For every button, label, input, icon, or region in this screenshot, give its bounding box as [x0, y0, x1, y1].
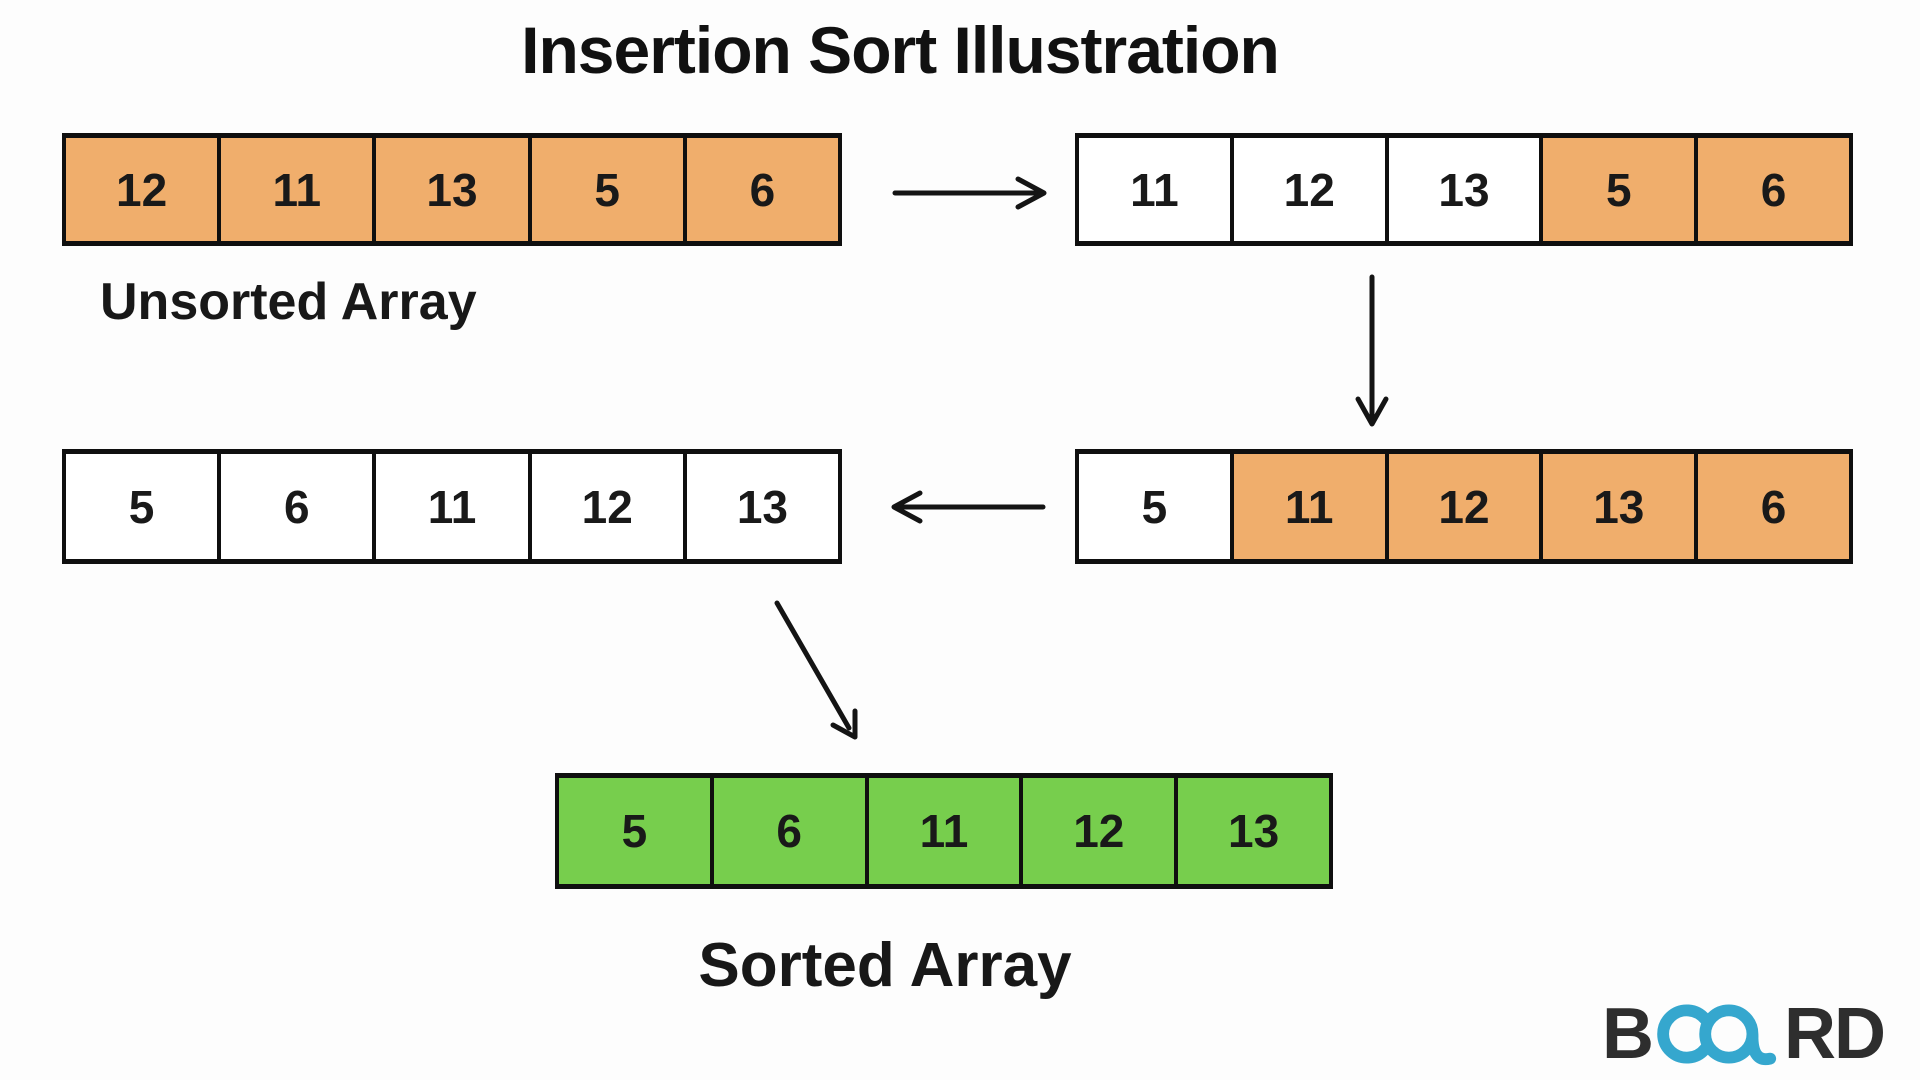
array-cell: 5 — [1539, 138, 1695, 241]
unsorted-array-label: Unsorted Array — [100, 273, 477, 331]
array-step-pass-1: 11 12 13 5 6 — [1075, 133, 1853, 246]
array-cell: 11 — [1229, 454, 1385, 559]
array-cell: 12 — [66, 138, 218, 241]
array-cell: 11 — [372, 454, 528, 559]
logo-text-prefix: B — [1602, 994, 1654, 1074]
array-cell: 6 — [709, 778, 865, 884]
arrow-diagonal-icon — [774, 600, 858, 740]
array-cell: 13 — [1174, 778, 1329, 884]
array-cell: 5 — [1079, 454, 1230, 559]
array-cell: 13 — [1384, 138, 1540, 241]
array-cell: 5 — [559, 778, 710, 884]
board-logo: B RD — [1602, 994, 1886, 1074]
array-cell: 11 — [864, 778, 1020, 884]
array-cell: 13 — [682, 454, 839, 559]
array-step-pass-2: 5 11 12 13 6 — [1075, 449, 1853, 564]
array-step-pass-3: 5 6 11 12 13 — [62, 449, 842, 564]
array-cell: 13 — [1539, 454, 1695, 559]
array-cell: 5 — [66, 454, 218, 559]
logo-text-suffix: RD — [1784, 994, 1886, 1074]
array-cell: 12 — [1019, 778, 1175, 884]
array-cell: 11 — [1079, 138, 1230, 241]
array-step-unsorted: 12 11 13 5 6 — [62, 133, 842, 246]
arrow-right-icon — [892, 176, 1047, 210]
array-cell: 12 — [527, 454, 683, 559]
array-step-sorted: 5 6 11 12 13 — [555, 773, 1333, 889]
sorted-array-label: Sorted Array — [698, 931, 1072, 1000]
array-cell: 6 — [682, 138, 839, 241]
array-cell: 5 — [527, 138, 683, 241]
array-cell: 6 — [217, 454, 373, 559]
array-cell: 13 — [372, 138, 528, 241]
array-cell: 11 — [217, 138, 373, 241]
page-title: Insertion Sort Illustration — [521, 13, 1280, 87]
array-cell: 6 — [1694, 454, 1849, 559]
infinity-icon — [1657, 1004, 1777, 1066]
array-cell: 12 — [1384, 454, 1540, 559]
arrow-down-icon — [1355, 274, 1389, 427]
array-cell: 6 — [1694, 138, 1849, 241]
array-cell: 12 — [1229, 138, 1385, 241]
arrow-left-icon — [891, 490, 1046, 524]
